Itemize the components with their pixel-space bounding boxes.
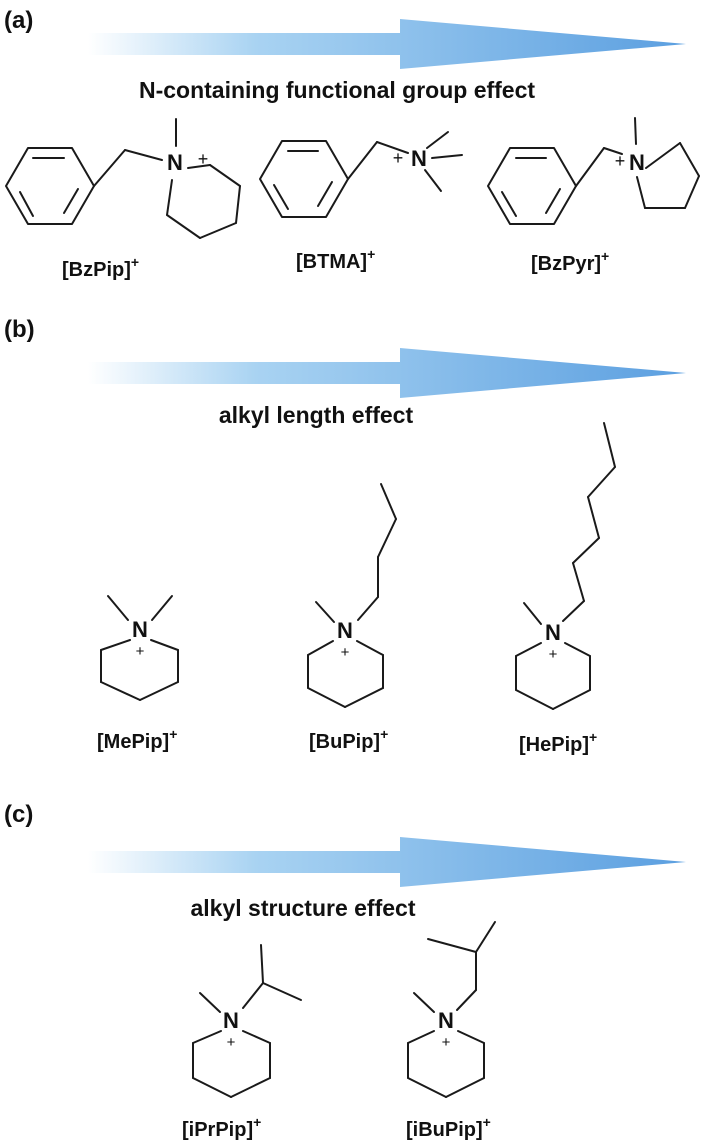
panel-a: (a) N-containing functional group effect xyxy=(4,7,700,281)
molecule-label: [BzPip]+ xyxy=(62,254,139,281)
molecule-bupip: N + [BuPip]+ xyxy=(307,483,397,753)
molecule-label: [HePip]+ xyxy=(519,729,597,756)
bonds xyxy=(575,117,700,209)
nitrogen-atom: N xyxy=(132,617,148,642)
molecule-bzpyr: + N [BzPyr]+ xyxy=(487,117,700,275)
charge-sign: + xyxy=(549,646,558,663)
molecule-label: [BTMA]+ xyxy=(296,246,375,273)
molecule-hepip: N + [HePip]+ xyxy=(515,422,616,756)
molecule-bzpip: N + [BzPip]+ xyxy=(5,118,241,281)
effect-title: N-containing functional group effect xyxy=(139,77,535,103)
nitrogen-atom: N xyxy=(411,146,427,171)
nitrogen-atom: N xyxy=(629,150,645,175)
bonds xyxy=(347,131,463,192)
trend-arrow xyxy=(88,837,686,887)
benzene-ring xyxy=(5,147,95,225)
panel-label: (b) xyxy=(4,316,35,343)
molecule-label: [iPrPip]+ xyxy=(182,1114,261,1141)
molecule-ibupip: N + [iBuPip]+ xyxy=(406,921,496,1141)
charge-sign: + xyxy=(393,148,404,168)
bonds xyxy=(192,944,302,1098)
bonds xyxy=(307,483,397,708)
panel-label: (c) xyxy=(4,801,33,828)
charge-sign: + xyxy=(198,149,209,169)
molecule-iprpip: N + [iPrPip]+ xyxy=(182,944,302,1141)
charge-sign: + xyxy=(136,643,145,660)
nitrogen-atom: N xyxy=(223,1008,239,1033)
effect-title: alkyl structure effect xyxy=(191,895,416,921)
molecule-label: [iBuPip]+ xyxy=(406,1114,491,1141)
molecule-label: [BzPyr]+ xyxy=(531,248,609,275)
effect-title: alkyl length effect xyxy=(219,402,414,428)
charge-sign: + xyxy=(442,1034,451,1051)
bonds xyxy=(407,921,496,1098)
molecule-btma: + N [BTMA]+ xyxy=(259,131,463,273)
bonds xyxy=(515,422,616,710)
molecule-mepip: N + [MePip]+ xyxy=(97,595,179,753)
molecule-label: [BuPip]+ xyxy=(309,726,388,753)
benzene-ring xyxy=(487,147,577,225)
charge-sign: + xyxy=(615,151,626,171)
charge-sign: + xyxy=(227,1034,236,1051)
nitrogen-atom: N xyxy=(167,150,183,175)
nitrogen-atom: N xyxy=(545,620,561,645)
benzene-ring xyxy=(259,140,349,218)
panel-c: (c) alkyl structure effect N + [iPrPip]+ xyxy=(4,801,686,1141)
panel-b: (b) alkyl length effect N + [MePip]+ xyxy=(4,316,686,756)
bonds xyxy=(100,595,179,701)
trend-arrow xyxy=(88,348,686,398)
panel-label: (a) xyxy=(4,7,33,34)
nitrogen-atom: N xyxy=(337,618,353,643)
charge-sign: + xyxy=(341,644,350,661)
nitrogen-atom: N xyxy=(438,1008,454,1033)
trend-arrow xyxy=(88,19,686,69)
bonds xyxy=(93,118,241,239)
molecule-label: [MePip]+ xyxy=(97,726,177,753)
